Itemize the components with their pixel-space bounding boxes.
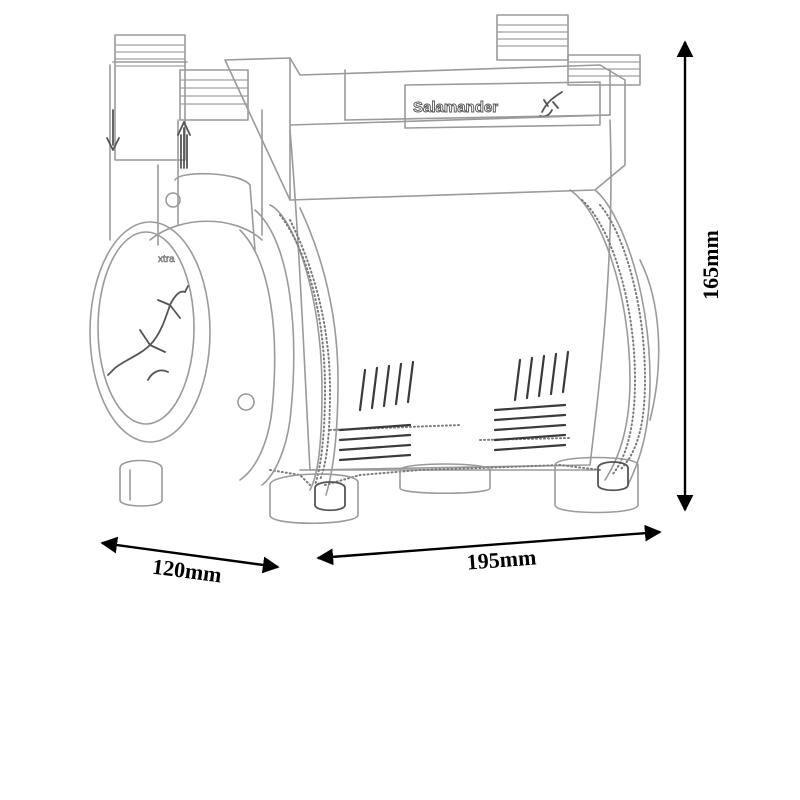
foot-front-left — [119, 459, 163, 507]
foot-front-center — [269, 473, 359, 525]
inlet-port-front — [177, 69, 263, 236]
motor-top-cover — [224, 57, 626, 201]
height-label: 165mm — [698, 230, 723, 300]
flow-arrow-down-icon — [106, 109, 120, 151]
model-mark-text: xtra — [158, 254, 175, 265]
pump-head: xtra — [89, 172, 295, 486]
outlet-port-right — [567, 54, 641, 86]
foot-rear-center — [399, 463, 491, 495]
brand-logo-text: Salamander — [413, 99, 498, 116]
inlet-port-left — [109, 34, 188, 246]
salamander-logo-icon — [539, 91, 563, 118]
foot-front-right — [554, 456, 639, 514]
depth-dimension-arrow — [100, 536, 280, 574]
motor-body — [289, 114, 612, 471]
pump-illustration: Salamander — [89, 14, 660, 525]
flow-arrow-up-icon — [177, 121, 191, 169]
outlet-port-right-rear — [496, 14, 569, 61]
vent-slots — [338, 350, 570, 462]
salamander-emblem-icon — [107, 285, 189, 381]
width-dimension-arrow — [316, 524, 662, 566]
width-label: 195mm — [466, 544, 537, 574]
height-dimension: 165mm — [676, 40, 723, 512]
band-clamp-right — [569, 189, 660, 486]
brand-plate: Salamander — [413, 91, 563, 118]
band-clamp-left — [269, 204, 339, 496]
width-dimension: 195mm — [316, 524, 662, 575]
depth-dimension: 120mm — [100, 536, 280, 588]
